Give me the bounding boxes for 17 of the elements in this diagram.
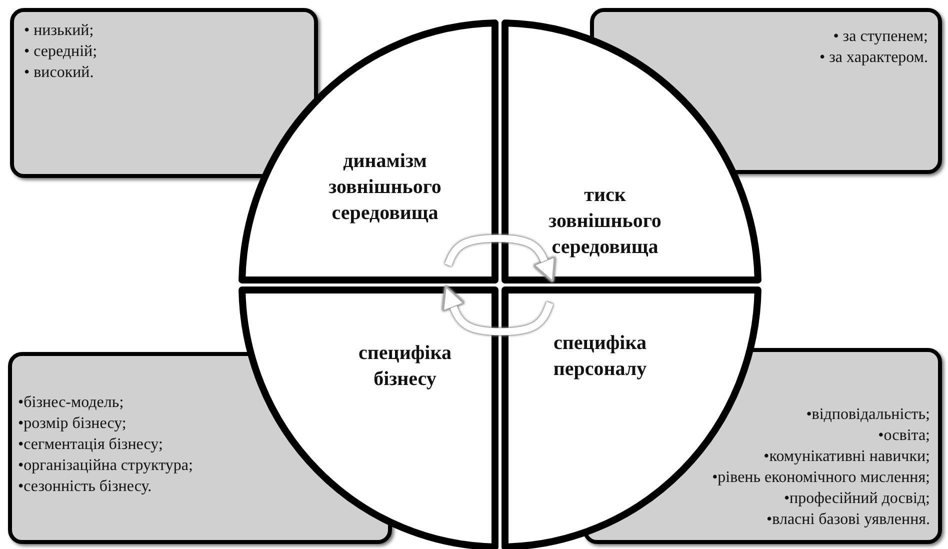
list-item: •рівень економічного мислення; [711,468,930,488]
list-item: • за ступенем; [832,27,928,47]
list-item: •освіта; [877,426,930,446]
list-item: •сегментація бізнесу; [18,435,164,455]
list-item: •сезонність бізнесу. [18,477,153,497]
list-item: •відповідальність; [805,405,930,425]
list-item: • високий. [24,63,95,83]
list-item: • низький; [24,21,95,41]
list-item: •професійний досвід; [782,489,930,509]
list-item: •організаційна структура; [18,456,194,476]
list-item: • за характером. [820,48,928,68]
list-item: •власні базові уявлення. [766,510,930,530]
list-item: •комунікативні навички; [762,447,930,467]
note-box [10,8,318,178]
list-item: •бізнес-модель; [18,393,125,413]
list-item: •розмір бізнесу; [18,414,128,434]
list-item: • середній; [24,42,98,62]
